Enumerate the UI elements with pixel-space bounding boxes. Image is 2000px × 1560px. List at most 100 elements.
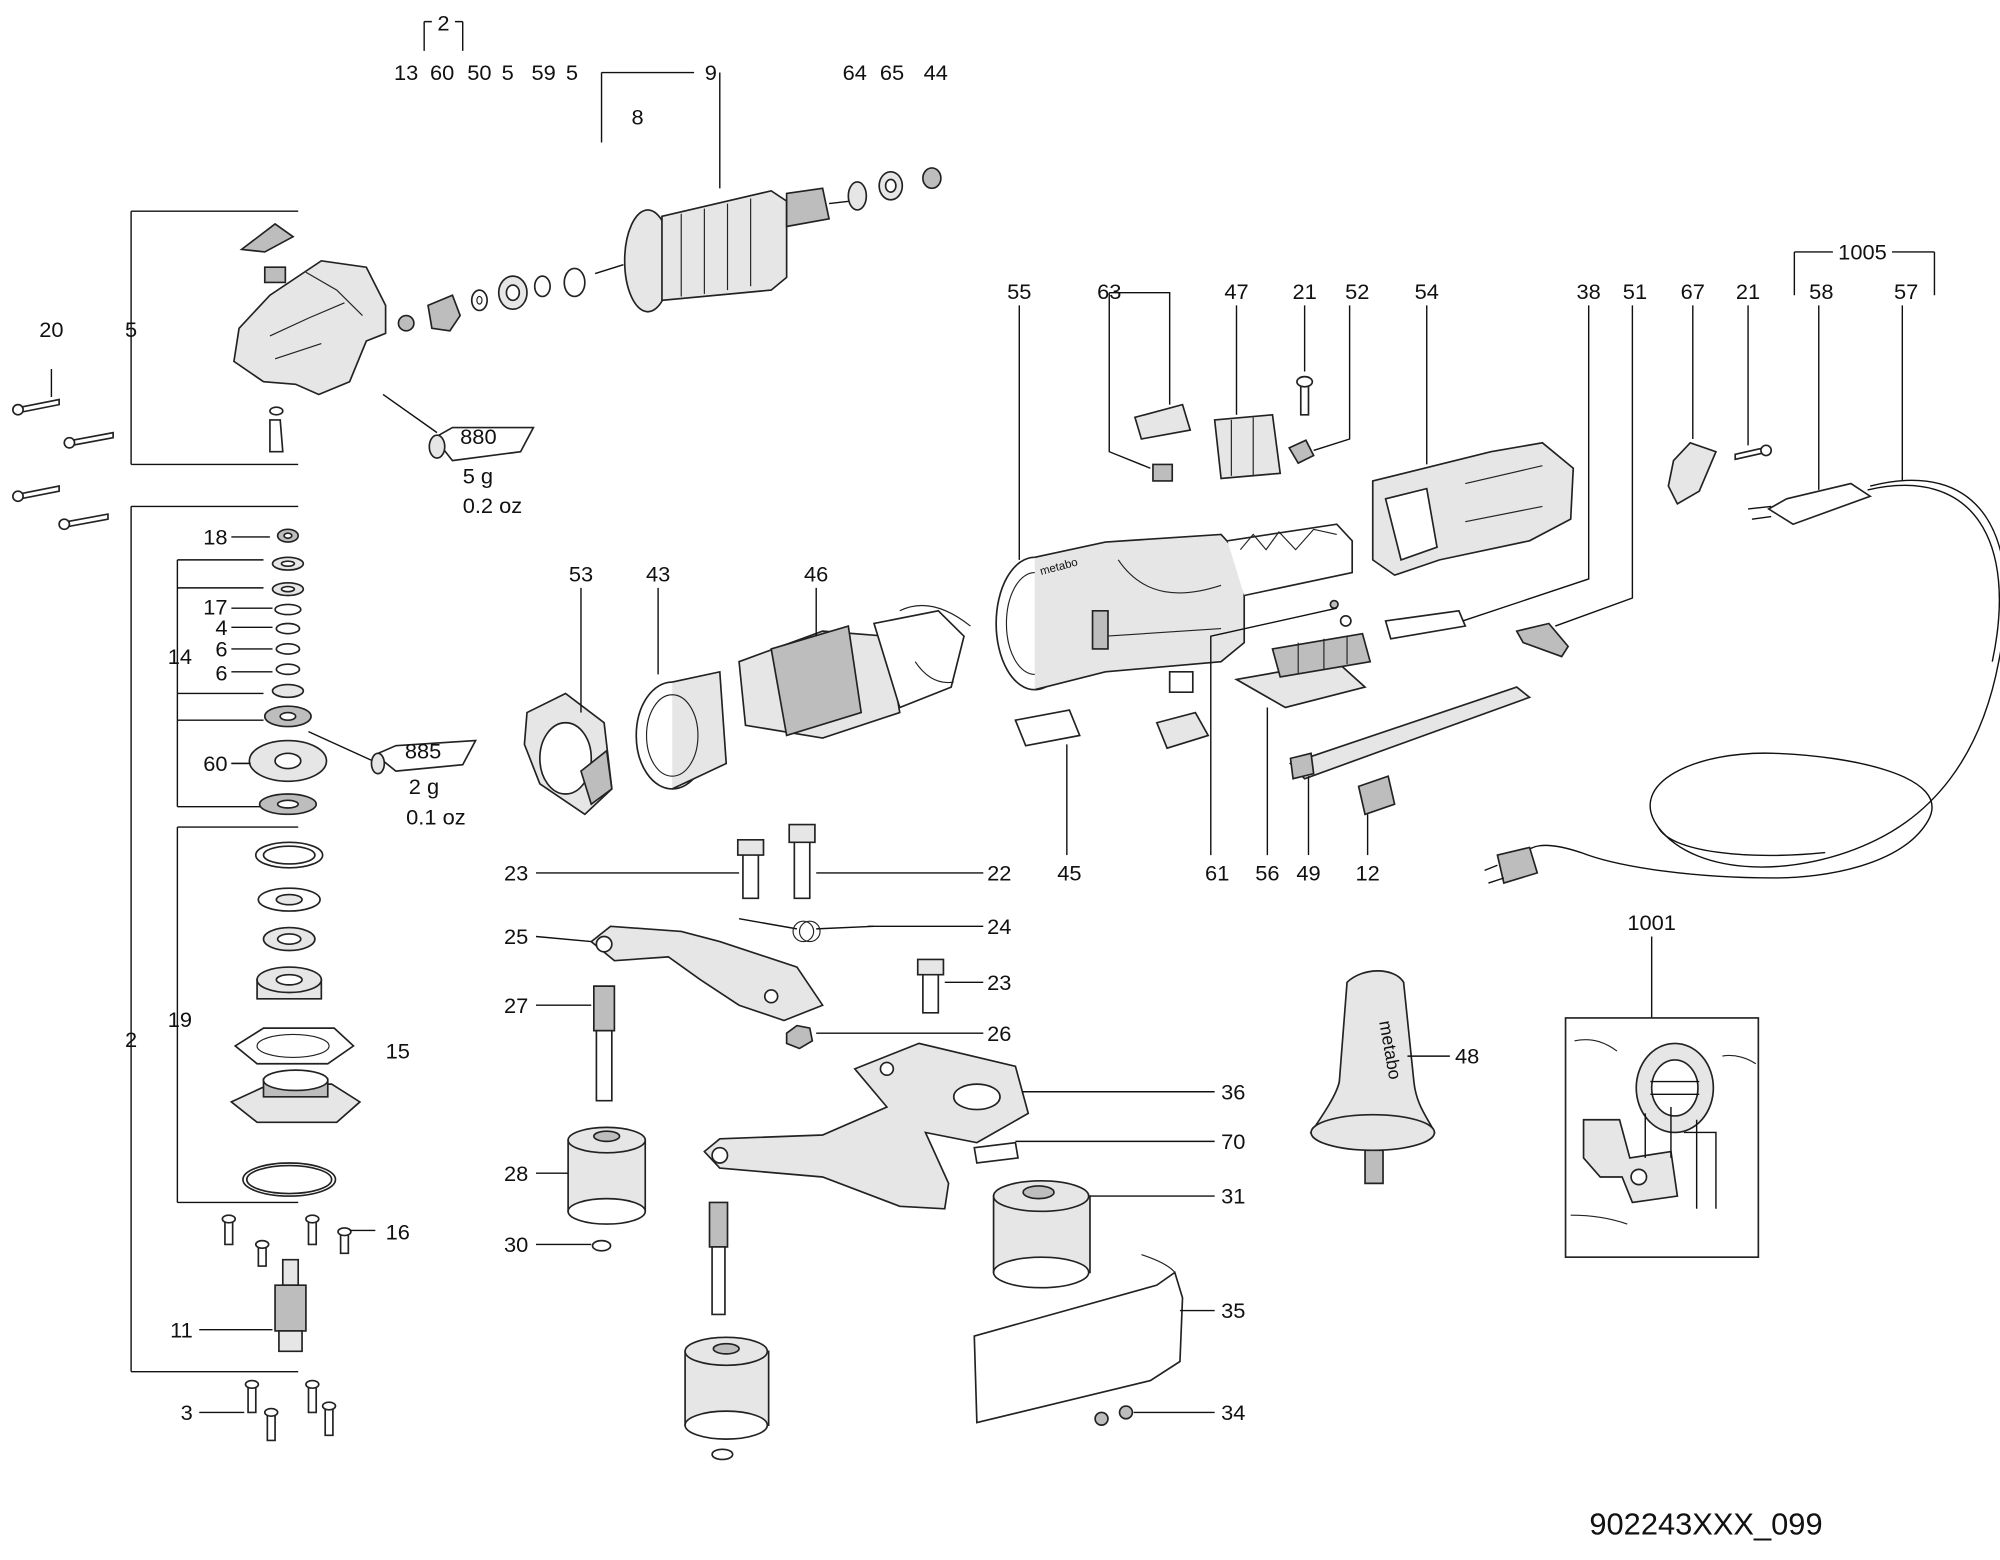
label-30: 30 <box>504 1232 528 1257</box>
label-18: 18 <box>203 525 227 550</box>
side-handle-48: metabo <box>1309 970 1450 1185</box>
label-47: 47 <box>1224 279 1248 304</box>
label-20: 20 <box>39 317 63 342</box>
washer-30 <box>535 1239 612 1252</box>
label-36: 36 <box>1221 1079 1245 1104</box>
label-49: 49 <box>1296 861 1320 886</box>
label-9: 9 <box>705 60 717 85</box>
electronics-module-56 <box>1234 632 1372 856</box>
bracket-14 <box>176 536 273 808</box>
label-13: 13 <box>394 60 418 85</box>
label-19: 19 <box>168 1007 192 1032</box>
drawing-code: 902243XXX_099 <box>1589 1507 1822 1542</box>
label-23-left: 23 <box>504 861 528 886</box>
label-51: 51 <box>1623 279 1647 304</box>
label-1001: 1001 <box>1627 910 1676 935</box>
strain-relief-67 <box>1667 305 1718 506</box>
pin-lower <box>708 1201 729 1316</box>
screws-20 <box>12 369 114 531</box>
armature <box>594 187 851 313</box>
label-28: 28 <box>504 1161 528 1186</box>
spindle-small-parts <box>397 267 586 332</box>
label-6-a: 6 <box>215 637 227 662</box>
brush-holder-63 <box>1108 291 1192 482</box>
gear-head-housing <box>233 222 387 453</box>
bracket-2-top <box>423 20 464 51</box>
grease-tube-880 <box>382 393 535 462</box>
flange-stack-parts <box>231 528 328 816</box>
label-6-b: 6 <box>215 661 227 686</box>
label-43: 43 <box>646 562 670 587</box>
label-65: 65 <box>880 60 904 85</box>
bearing-stack-parts <box>229 841 362 1197</box>
label-17: 17 <box>203 595 227 620</box>
housing-cover-54 <box>1371 305 1575 577</box>
label-26: 26 <box>987 1021 1011 1046</box>
guard-plate-35 <box>973 1254 1215 1424</box>
bracket-19 <box>176 826 299 1204</box>
label-57: 57 <box>1894 279 1918 304</box>
label-31: 31 <box>1221 1184 1245 1209</box>
field-stator-46 <box>738 587 971 739</box>
label-44: 44 <box>924 60 948 85</box>
grease-880-grams: 5 g <box>463 464 493 489</box>
screw-21-right <box>1734 305 1773 461</box>
pin-27 <box>535 985 616 1102</box>
label-70 <box>973 1140 1215 1164</box>
label-61: 61 <box>1205 861 1229 886</box>
label-38: 38 <box>1577 279 1601 304</box>
roller-lower <box>684 1336 770 1461</box>
label-54: 54 <box>1415 279 1439 304</box>
wiring-detail-1001 <box>1564 936 1760 1258</box>
label-56: 56 <box>1255 861 1279 886</box>
fan-baffle-53 <box>523 587 613 816</box>
label-23-right: 23 <box>987 970 1011 995</box>
switch-parts-61 <box>1155 599 1352 856</box>
grease-885-ounces: 0.1 oz <box>406 805 466 830</box>
slide-51 <box>1515 305 1634 658</box>
power-cord-57-58 <box>1484 305 2000 885</box>
armature-bearings <box>847 167 942 211</box>
label-3: 3 <box>181 1400 193 1425</box>
label-67: 67 <box>1681 279 1705 304</box>
roller-28 <box>535 1126 647 1225</box>
label-52: 52 <box>1345 279 1369 304</box>
lever-arm-25 <box>535 925 824 1022</box>
label-885: 885 <box>405 738 441 763</box>
bracket-9 <box>600 71 721 189</box>
label-53: 53 <box>569 562 593 587</box>
label-27: 27 <box>504 993 528 1018</box>
air-guide-43 <box>635 587 728 790</box>
label-8: 8 <box>631 105 643 130</box>
label-70: 70 <box>1221 1129 1245 1154</box>
bracket-2-left <box>130 505 299 1373</box>
label-34: 34 <box>1221 1400 1245 1425</box>
clip-52 <box>1288 305 1351 465</box>
switch-47 <box>1213 305 1282 480</box>
label-14: 14 <box>168 644 192 669</box>
label-46: 46 <box>804 562 828 587</box>
spindle-lock-11 <box>199 1258 307 1353</box>
label-25: 25 <box>504 924 528 949</box>
label-2-left: 2 <box>125 1027 137 1052</box>
bolt-23-right <box>916 958 984 1014</box>
label-48: 48 <box>1455 1044 1479 1069</box>
label-1005: 1005 <box>1838 240 1887 265</box>
roller-31 <box>992 1179 1215 1289</box>
label-45: 45 <box>1057 861 1081 886</box>
motor-housing-55: metabo <box>995 305 1354 691</box>
label-35: 35 <box>1221 1298 1245 1323</box>
label-15: 15 <box>386 1039 410 1064</box>
part-labels: 2 13 60 50 5 59 5 9 8 64 65 44 20 5 880 … <box>39 11 1918 1542</box>
grease-tube-885 <box>308 731 478 775</box>
label-22: 22 <box>987 861 1011 886</box>
label-58: 58 <box>1809 279 1833 304</box>
grease-880-ounces: 0.2 oz <box>463 493 523 518</box>
label-5-a: 5 <box>502 60 514 85</box>
label-63: 63 <box>1097 279 1121 304</box>
label-5-left: 5 <box>125 317 137 342</box>
label-24: 24 <box>987 914 1011 939</box>
bracket-5 <box>130 210 299 466</box>
label-59: 59 <box>532 60 556 85</box>
